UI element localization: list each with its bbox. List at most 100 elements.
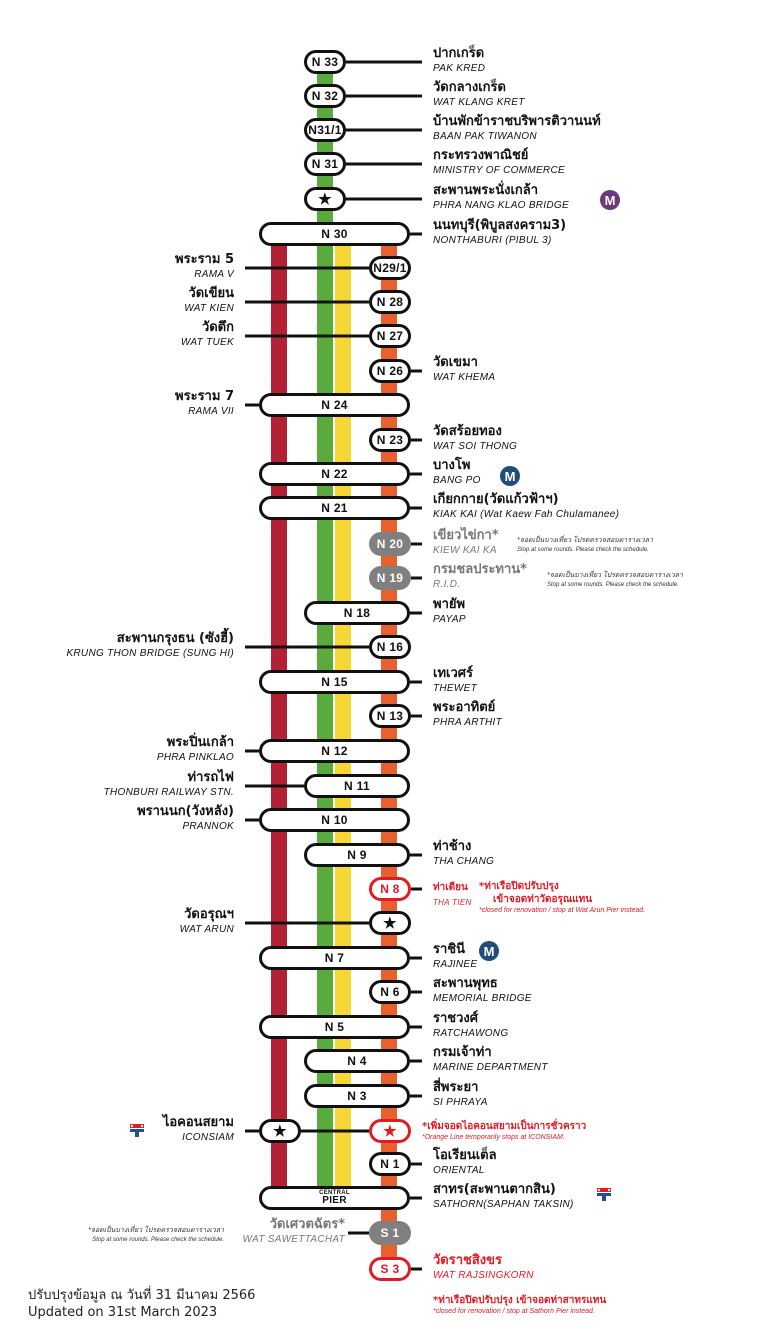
stop-pill[interactable]: ★ [259, 1119, 301, 1143]
iconsiam-orange-stop-pill[interactable]: ★ [369, 1119, 411, 1143]
stop-pill[interactable]: N 18 [304, 601, 410, 625]
stop-pill[interactable]: N 13 [369, 704, 411, 728]
station-label: พระอาทิตย์PHRA ARTHIT [433, 700, 502, 729]
stop-pill[interactable]: ★ [369, 911, 411, 935]
stop-pill[interactable]: N 31 [304, 152, 346, 176]
stop-pill[interactable]: N 20 [369, 532, 411, 556]
stop-pill[interactable]: N 32 [304, 84, 346, 108]
tha-tien-note-line: *closed for renovation / stop at Wat Aru… [479, 907, 646, 914]
stop-pill[interactable]: N 24 [259, 393, 410, 417]
station-name-en: PAK KRED [433, 63, 486, 74]
stop-pill[interactable]: N 23 [369, 428, 411, 452]
stop-pill[interactable]: N 3 [304, 1084, 410, 1108]
station-label: ไอคอนสยาม ICONSIAM [163, 1115, 234, 1144]
station-name-en: PRANNOK [182, 821, 234, 832]
stop-pill[interactable]: N 16 [369, 635, 411, 659]
stop-pill[interactable]: N 1 [369, 1152, 411, 1176]
stop-pill[interactable]: N 30 [259, 222, 410, 246]
station-name-th: โอเรียนเต็ล [433, 1148, 497, 1163]
station-name-en: WAT KIEN [184, 303, 234, 314]
iconsiam-note-line: *เพิ่มจอดไอคอนสยามเป็นการชั่วคราว [422, 1121, 587, 1132]
stop-pill[interactable]: N 6 [369, 980, 411, 1004]
station-name-th: ไอคอนสยาม [162, 1115, 234, 1130]
iconsiam-note-line: *Orange Line temporarily stops at ICONSI… [422, 1134, 565, 1141]
station-name-en: WAT RAJSINGKORN [433, 1270, 534, 1281]
station-label: ท่าเตียน THA TIEN [433, 880, 472, 909]
stop-pill[interactable]: N 28 [369, 290, 411, 314]
central-label: CENTRAL [319, 1190, 350, 1196]
updated-en: Updated on 31st March 2023 [28, 1305, 218, 1320]
station-name-en: RAMA VII [188, 406, 234, 417]
station-label: ราชินีRAJINEE [433, 942, 477, 971]
station-name-th: ท่าเตียน [433, 882, 468, 893]
stop-pill[interactable]: N 12 [259, 739, 410, 763]
station-name-en: BANG PO [433, 475, 481, 486]
bts-icon [130, 1124, 144, 1137]
station-name-en: ICONSIAM [182, 1132, 234, 1143]
station-name-en: THA TIEN [433, 898, 472, 907]
stop-pill[interactable]: N 7 [259, 946, 410, 970]
station-name-th: เทเวศร์ [433, 666, 473, 681]
station-name-en: PHRA PINKLAO [156, 752, 234, 763]
stop-pill[interactable]: N29/1 [369, 256, 411, 280]
stop-pill[interactable]: N 10 [259, 808, 410, 832]
station-name-th: พายัพ [433, 597, 466, 612]
station-label: พรานนก(วังหลัง)PRANNOK [137, 804, 234, 833]
stop-pill[interactable]: N 8 [369, 877, 411, 901]
star-icon: ★ [383, 1122, 397, 1140]
stop-pill[interactable]: N 22 [259, 462, 410, 486]
station-label: ปากเกร็ด PAK KRED [433, 46, 485, 75]
station-name-en: THONBURI RAILWAY STN. [103, 787, 234, 798]
station-name-en: KIAK KAI (Wat Kaew Fah Chulamanee) [433, 509, 620, 520]
station-label: เขียวไข่กา*KIEW KAI KA [433, 528, 499, 557]
station-name-th: วัดอรุณฯ [184, 907, 234, 922]
mrt-purple-icon: M [600, 190, 620, 210]
star-icon: ★ [383, 914, 397, 932]
bts-icon [597, 1188, 611, 1201]
stop-pill[interactable]: N 5 [259, 1015, 410, 1039]
stop-pill[interactable]: N 11 [304, 774, 410, 798]
stop-pill[interactable]: ★ [304, 187, 346, 211]
rid-note-line: *จอดเป็นบางเที่ยว โปรดตรวจสอบตารางเวลา [547, 572, 683, 579]
station-name-th: เขียวไข่กา* [433, 528, 499, 543]
iconsiam-note: *เพิ่มจอดไอคอนสยามเป็นการชั่วคราว *Orange… [422, 1120, 586, 1143]
station-name-en: PHRA NANG KLAO BRIDGE [433, 200, 569, 211]
station-name-th: ราชินี [433, 942, 465, 957]
station-name-th: ปากเกร็ด [433, 46, 485, 61]
stop-pill[interactable]: N 9 [304, 843, 410, 867]
station-name-th: พระราม 5 [175, 252, 234, 267]
stop-pill[interactable]: S 3 [369, 1257, 411, 1281]
rajsingkorn-note-line: *ท่าเรือปิดปรับปรุง เข้าจอดท่าสาทรแทน [433, 1295, 607, 1306]
stop-pill[interactable]: N 21 [259, 496, 410, 520]
stop-pill[interactable]: N 4 [304, 1049, 410, 1073]
station-name-th: บางโพ [433, 458, 471, 473]
stop-pill[interactable]: N 26 [369, 359, 411, 383]
station-name-en: SATHORN(SAPHAN TAKSIN) [433, 1199, 574, 1210]
stop-pill[interactable]: N 33 [304, 50, 346, 74]
green-line [317, 62, 333, 1205]
station-label: ราชวงศ์RATCHAWONG [433, 1011, 508, 1040]
station-name-en: WAT ARUN [179, 924, 234, 935]
station-name-en: RATCHAWONG [433, 1028, 509, 1039]
tha-tien-note-line: เข้าจอดท่าวัดอรุณแทน [493, 894, 593, 905]
station-name-th: กรมชลประทาน* [433, 562, 527, 577]
mrt-blue-icon: M [479, 941, 499, 961]
station-label: สาทร(สะพานตากสิน)SATHORN(SAPHAN TAKSIN) [433, 1182, 574, 1211]
station-label: โอเรียนเต็ล ORIENTAL [433, 1148, 497, 1177]
station-name-th: บ้านพักข้าราชบริพารติวานนท์ [433, 114, 601, 129]
stop-pill[interactable]: N31/1 [304, 118, 346, 142]
station-name-en: ORIENTAL [433, 1165, 485, 1176]
stop-pill[interactable]: N 19 [369, 566, 411, 590]
stop-pill[interactable]: S 1 [369, 1221, 411, 1245]
station-label: วัดอรุณฯ WAT ARUN [180, 907, 234, 936]
stop-pill[interactable]: N 15 [259, 670, 410, 694]
stop-pill[interactable]: N 27 [369, 324, 411, 348]
